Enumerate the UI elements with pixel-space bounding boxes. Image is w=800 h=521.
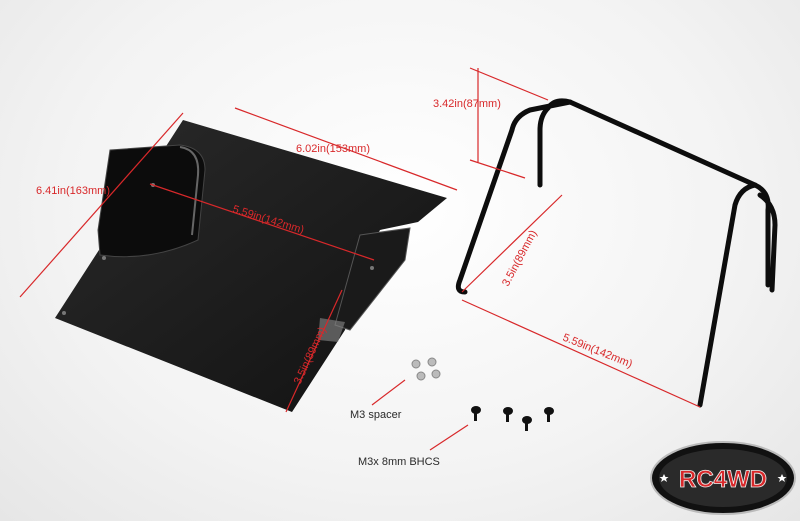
m3-screws <box>471 406 554 431</box>
spacer-label: M3 spacer <box>350 409 402 421</box>
plate-length-label: 6.41in(163mm) <box>36 185 110 197</box>
dimension-lines <box>19 67 701 451</box>
star-icon <box>777 474 787 482</box>
rc4wd-logo: RC4WD <box>650 441 796 515</box>
cage-depth-label: 3.5in(89mm) <box>500 228 540 288</box>
mounting-plate <box>55 120 447 412</box>
screw-label: M3x 8mm BHCS <box>358 456 440 468</box>
cage-width-label: 5.59in(142mm) <box>561 332 634 371</box>
roll-cage <box>455 98 778 408</box>
star-icon <box>659 474 669 482</box>
m3-spacers <box>411 357 441 381</box>
logo-text: RC4WD <box>679 466 767 493</box>
cage-height-label: 3.42in(87mm) <box>433 98 501 110</box>
plate-width-label: 6.02in(153mm) <box>296 143 370 155</box>
